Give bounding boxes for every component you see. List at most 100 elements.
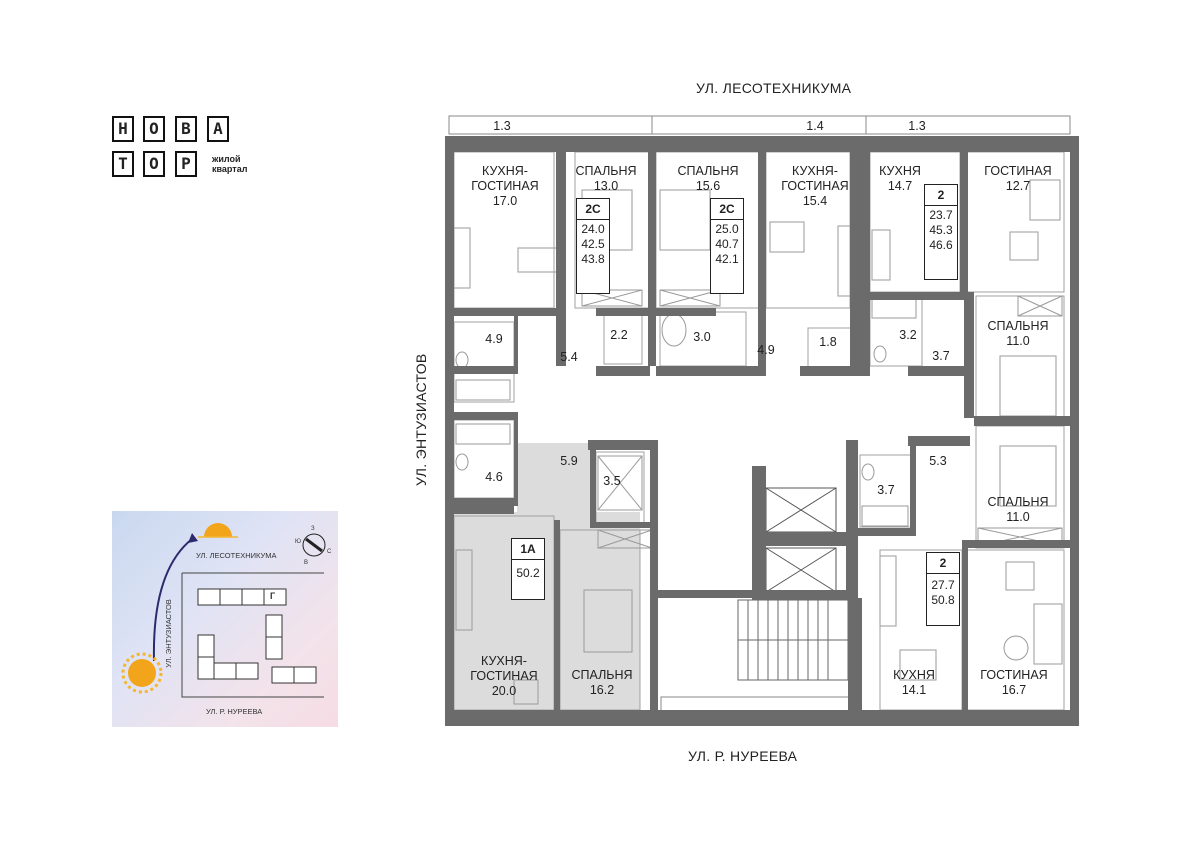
logo-subtitle-line2: квартал [212,164,248,174]
apartment-value: 42.5 [581,237,605,251]
logo-letter: А [207,116,229,142]
logo-letter: Р [175,151,197,177]
compass-label: В [304,560,309,566]
balcony-area: 1.3 [493,119,511,133]
room-label: КУХНЯ 14.1 [893,668,935,698]
room-area: 12.7 [1005,179,1031,193]
area-label: 5.3 [929,454,947,468]
apartment-values: 24.0 42.5 43.8 [577,220,609,267]
apartment-value: 50.2 [516,566,540,580]
apartment-type: 2С [577,199,609,220]
room-name: КУХНЯ [879,164,921,178]
room-label: КУХНЯ- ГОСТИНАЯ 15.4 [781,164,848,209]
logo-letter: О [143,116,165,142]
apartment-value: 45.3 [929,223,953,237]
room-area: 14.1 [901,683,927,697]
room-name-cont: ГОСТИНАЯ [781,179,849,193]
area-label: 1.8 [819,335,837,349]
apartment-type: 1А [512,539,544,560]
room-name: КУХНЯ [893,668,935,682]
apartment-value: 50.8 [931,593,955,607]
room-label: КУХНЯ- ГОСТИНАЯ 17.0 [471,164,538,209]
room-name: КУХНЯ- [481,654,527,668]
minimap-street-west: УЛ. ЭНТУЗИАСТОВ [163,599,173,668]
room-area: 15.6 [695,179,721,193]
area-label: 4.9 [485,332,503,346]
apartment-value: 24.0 [581,222,605,236]
room-name-cont: ГОСТИНАЯ [470,669,538,683]
room-label: СПАЛЬНЯ 13.0 [575,164,636,194]
logo: Н О В А Т О Р жилой квартал [112,116,262,178]
room-name: КУХНЯ- [482,164,528,178]
room-label: СПАЛЬНЯ 16.2 [571,668,632,698]
apartment-values: 27.7 50.8 [927,574,959,608]
room-label: СПАЛЬНЯ 11.0 [987,319,1048,349]
logo-subtitle: жилой квартал [212,154,247,174]
apartment-value: 40.7 [715,237,739,251]
room-area: 16.7 [1001,683,1027,697]
logo-letter: О [143,151,165,177]
logo-letter: В [175,116,197,142]
area-label: 3.5 [603,474,621,488]
room-name-cont: ГОСТИНАЯ [471,179,539,193]
room-label: СПАЛЬНЯ 15.6 [677,164,738,194]
highlighted-apartment [453,443,640,712]
room-name: СПАЛЬНЯ [677,164,739,178]
area-label: 3.7 [932,349,950,363]
apartment-values: 23.7 45.3 46.6 [925,206,957,253]
room-area: 13.0 [593,179,619,193]
apartment-value: 25.0 [715,222,739,236]
stairwell [737,599,849,681]
area-label: 4.6 [485,470,503,484]
room-area: 17.0 [492,194,518,208]
orientation-map: УЛ. ЛЕСОТЕХНИКУМА УЛ. Р. НУРЕЕВА УЛ. ЭНТ… [112,511,338,727]
apartment-tag: 2С 24.0 42.5 43.8 [576,198,610,294]
logo-letter: Т [112,151,134,177]
room-area: 11.0 [1006,334,1030,348]
balcony-area: 1.3 [908,119,926,133]
room-name: СПАЛЬНЯ [987,495,1049,509]
apartment-type: 2С [711,199,743,220]
room-name: ГОСТИНАЯ [984,164,1052,178]
room-name: ГОСТИНАЯ [980,668,1048,682]
area-label: 4.9 [757,343,775,357]
minimap-street-north: УЛ. ЛЕСОТЕХНИКУМА [196,551,277,560]
room-label: ГОСТИНАЯ 12.7 [984,164,1051,194]
apartment-value: 46.6 [929,238,953,252]
room-label: СПАЛЬНЯ 11.0 [987,495,1048,525]
room-area: 20.0 [491,684,517,698]
street-south-label: УЛ. Р. НУРЕЕВА [688,748,798,764]
room-label: КУХНЯ 14.7 [879,164,921,194]
room-area: 16.2 [589,683,615,697]
area-label: 2.2 [610,328,628,342]
logo-subtitle-line1: жилой [212,154,241,164]
apartment-type: 2 [925,185,957,206]
room-label: КУХНЯ- ГОСТИНАЯ 20.0 [470,654,537,699]
room-name: СПАЛЬНЯ [575,164,637,178]
room-name: СПАЛЬНЯ [571,668,633,682]
furniture [453,179,1063,705]
apartment-value: 27.7 [931,578,955,592]
apartment-tag: 1А 50.2 [511,538,545,600]
room-name: КУХНЯ- [792,164,838,178]
minimap-section-label: Г [270,591,276,601]
room-area: 11.0 [1006,510,1030,524]
compass-label: З [311,526,315,532]
room-name: СПАЛЬНЯ [987,319,1049,333]
apartment-value: 43.8 [581,252,605,266]
room-area: 14.7 [887,179,913,193]
apartment-values: 50.2 [512,560,544,581]
apartment-values: 25.0 40.7 42.1 [711,220,743,267]
apartment-value: 23.7 [929,208,953,222]
room-area: 15.4 [802,194,828,208]
street-north-label: УЛ. ЛЕСОТЕХНИКУМА [696,80,852,96]
room-label: ГОСТИНАЯ 16.7 [980,668,1047,698]
area-label: 3.7 [877,483,895,497]
area-label: 5.9 [560,454,578,468]
orientation-map-graphics [121,523,326,698]
minimap-street-south: УЛ. Р. НУРЕЕВА [206,707,263,716]
apartment-tag: 2 23.7 45.3 46.6 [924,184,958,280]
area-label: 5.4 [560,350,578,364]
apartment-value: 42.1 [715,252,739,266]
